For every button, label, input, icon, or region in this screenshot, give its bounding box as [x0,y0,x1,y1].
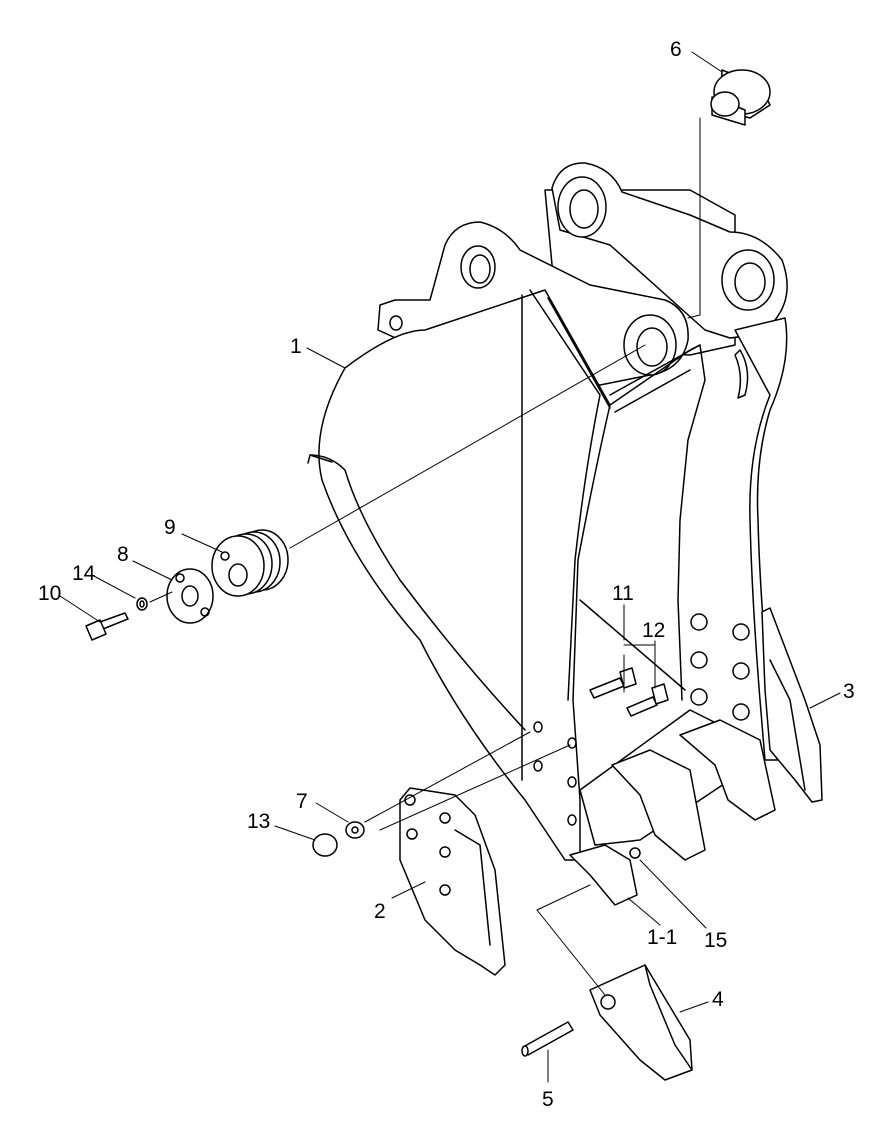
side-holes [533,721,577,826]
callout-6: 6 [670,38,682,61]
callout-13: 13 [247,810,270,833]
side-cutter-left [399,787,506,976]
callout-1: 1 [290,335,302,358]
tooth-adapters [569,719,776,906]
nut-and-washer [312,821,365,857]
cover-plate [166,568,214,624]
washer [136,597,148,611]
assembly-lines [149,117,701,996]
bucket-body [307,162,788,861]
callout-5: 5 [542,1088,554,1111]
hex-bolt [85,612,129,641]
callout-4: 4 [712,988,724,1011]
tooth-pin [521,1021,574,1057]
callout-12: 12 [642,619,665,642]
side-cutter-bolts [589,667,669,859]
callout-leaders [59,51,841,1083]
callout-3: 3 [843,680,855,703]
callout-7: 7 [296,790,308,813]
callout-labels: 1 1-1 2 3 4 5 6 7 8 9 10 11 12 13 14 15 [38,38,855,1111]
callout-15: 15 [704,929,727,952]
callout-8: 8 [117,543,129,566]
callout-9: 9 [164,516,176,539]
callout-1-1: 1-1 [647,926,677,949]
bushing [710,69,771,126]
callout-11: 11 [612,582,634,605]
bolt-heads-side-plate [690,613,750,721]
callout-10: 10 [38,582,61,605]
tooth-point [589,964,693,1081]
shim-stack [211,529,289,597]
callout-14: 14 [72,562,96,585]
side-cutter-right [761,607,823,803]
callout-2: 2 [374,900,386,923]
